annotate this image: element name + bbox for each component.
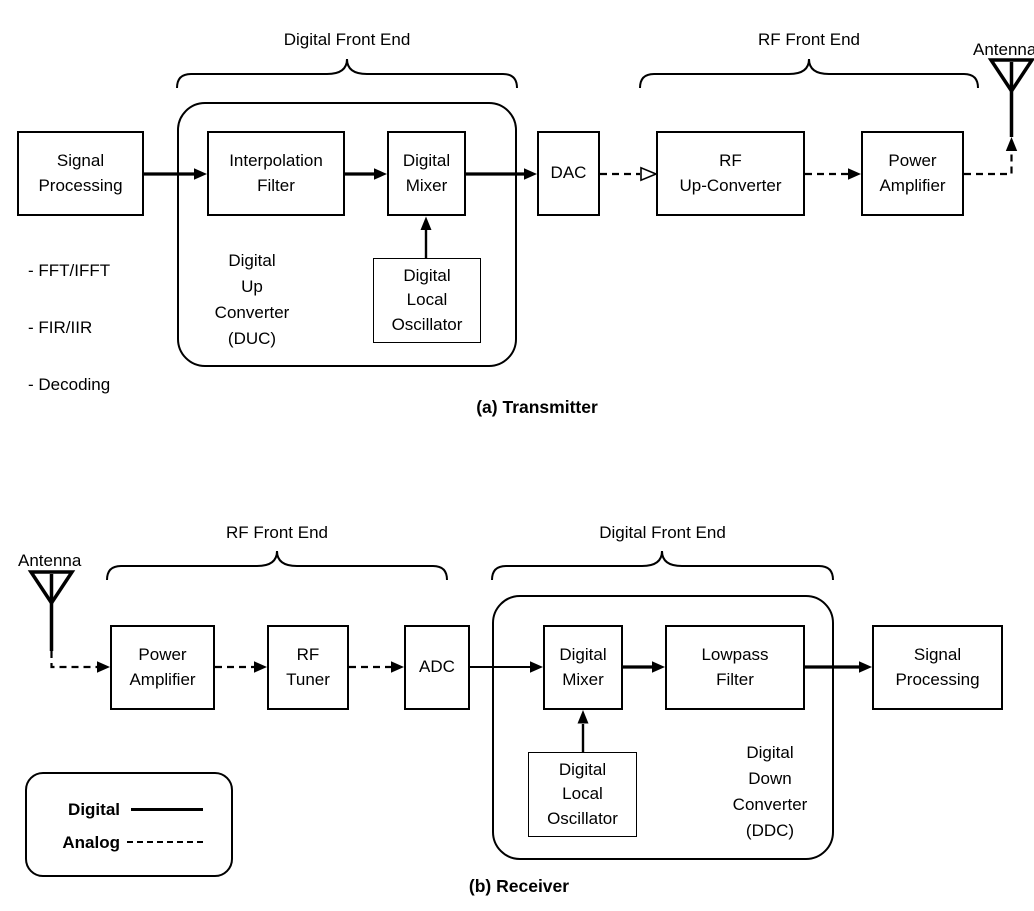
legend-digital-line (131, 808, 203, 811)
rx-caption: (b) Receiver (468, 876, 570, 896)
rx-digital-front-end-brace (491, 550, 834, 581)
rx-rf-tuner-block: RF Tuner (267, 625, 349, 710)
legend-box (25, 772, 233, 877)
tx-antenna-icon (987, 58, 1034, 137)
rx-arrow-pa-to-tuner (215, 661, 267, 673)
tx-rf-up-converter-block: RF Up-Converter (656, 131, 805, 216)
note-fft-ifft: - FFT/IFFT (28, 260, 111, 280)
tx-digital-mixer-block: Digital Mixer (387, 131, 466, 216)
tx-digital-local-oscillator-block: Digital Local Oscillator (373, 258, 481, 343)
legend-analog-line (127, 841, 203, 843)
rx-rf-front-end-brace (106, 550, 448, 581)
tx-rf-front-end-brace (639, 58, 979, 89)
rx-arrow-antenna-to-pa (50, 651, 110, 673)
tx-arrow-dac-to-upconverter (600, 166, 659, 182)
rx-digital-local-oscillator-block: Digital Local Oscillator (528, 752, 637, 837)
tx-rf-front-end-label: RF Front End (757, 30, 861, 49)
tx-antenna-label: Antenna (973, 40, 1034, 59)
rx-digital-mixer-block: Digital Mixer (543, 625, 623, 710)
tx-dac-block: DAC (537, 131, 600, 216)
note-fir-iir: - FIR/IIR (28, 317, 93, 337)
rx-arrow-tuner-to-adc (349, 661, 404, 673)
rx-power-amplifier-block: Power Amplifier (110, 625, 215, 710)
tx-digital-front-end-brace (176, 58, 518, 89)
rx-rf-front-end-label: RF Front End (225, 523, 329, 542)
tx-digital-front-end-label: Digital Front End (283, 30, 411, 49)
tx-power-amplifier-block: Power Amplifier (861, 131, 964, 216)
rx-signal-processing-block: Signal Processing (872, 625, 1003, 710)
rx-lowpass-filter-block: Lowpass Filter (665, 625, 805, 710)
legend-analog-label: Analog (62, 833, 120, 852)
tx-interpolation-filter-block: Interpolation Filter (207, 131, 345, 216)
rx-antenna-icon (27, 570, 76, 651)
tx-signal-processing-notes: - FFT/IFFT - FIR/IIR - Decoding (28, 228, 110, 428)
tx-arrow-pa-to-antenna (964, 137, 1018, 176)
duc-label: Digital Up Converter (DUC) (214, 251, 290, 348)
rx-antenna-label: Antenna (18, 551, 82, 570)
tx-arrow-upconverter-to-pa (805, 168, 861, 180)
tx-caption: (a) Transmitter (476, 397, 598, 417)
note-decoding: - Decoding (28, 374, 111, 394)
ddc-label: Digital Down Converter (DDC) (732, 743, 808, 840)
tx-signal-processing-block: Signal Processing (17, 131, 144, 216)
rx-digital-front-end-label: Digital Front End (599, 523, 726, 542)
rx-adc-block: ADC (404, 625, 470, 710)
legend-digital-label: Digital (68, 800, 120, 819)
